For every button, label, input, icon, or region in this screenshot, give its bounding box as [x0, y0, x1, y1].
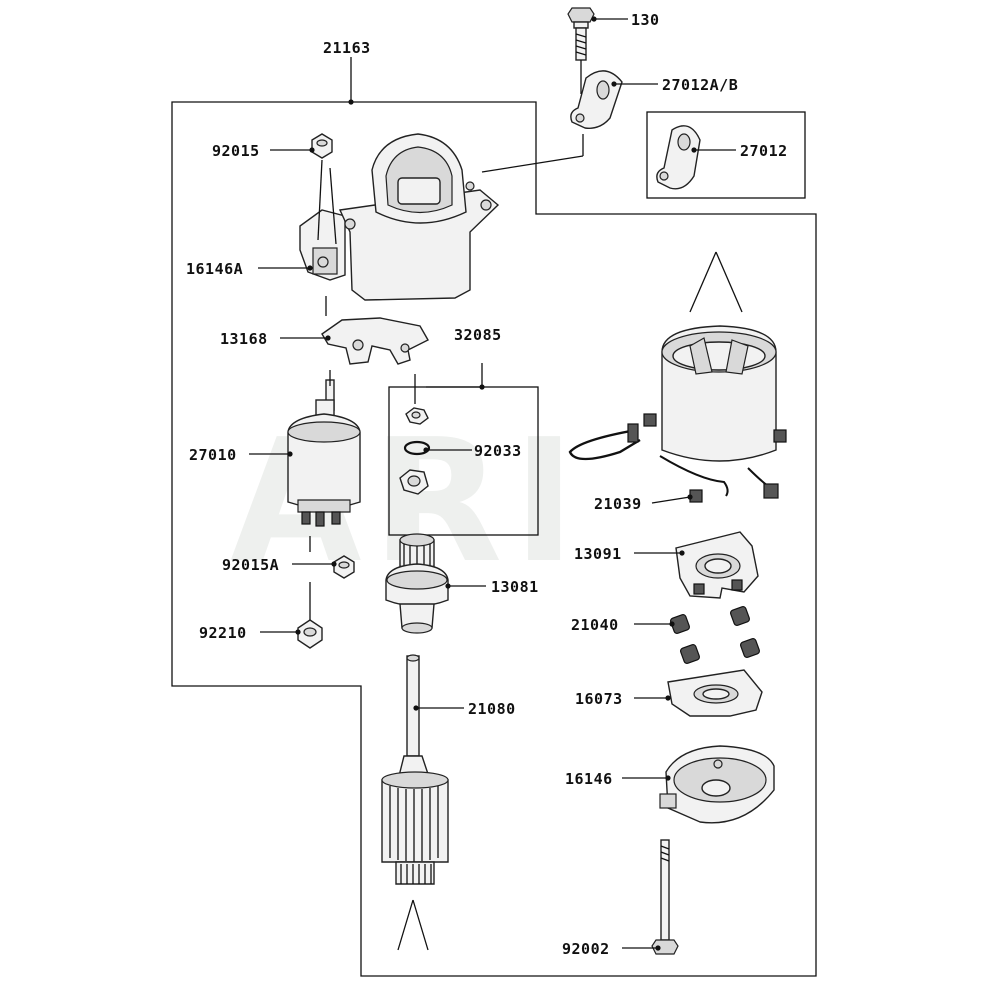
callout-27012ab[interactable]: 27012A/B: [662, 76, 738, 94]
pinion-13081[interactable]: [385, 533, 449, 634]
bracket-27012ab[interactable]: [570, 70, 623, 129]
housing-16146a[interactable]: [299, 133, 500, 301]
callout-21163[interactable]: 21163: [323, 39, 371, 57]
nut-92210[interactable]: [297, 619, 323, 649]
callout-16146a[interactable]: 16146A: [186, 260, 243, 278]
solenoid-27010[interactable]: [287, 379, 361, 527]
through-bolt-92002[interactable]: [651, 839, 679, 955]
plate-16073[interactable]: [667, 669, 763, 717]
callout-27012[interactable]: 27012: [740, 142, 788, 160]
snap-ring-92033[interactable]: [403, 440, 431, 456]
armature-21080[interactable]: [381, 654, 449, 885]
callout-21040[interactable]: 21040: [571, 616, 619, 634]
callout-92033[interactable]: 92033: [474, 442, 522, 460]
leader-lines: [249, 18, 743, 951]
brush-spring-set-21040[interactable]: [669, 605, 761, 665]
callout-27010[interactable]: 27010: [189, 446, 237, 464]
callout-13081[interactable]: 13081: [491, 578, 539, 596]
nut-92015[interactable]: [311, 133, 333, 159]
bracket-27012[interactable]: [656, 125, 701, 190]
callout-13168[interactable]: 13168: [220, 330, 268, 348]
brush-holder-13091[interactable]: [675, 531, 759, 599]
rear-cover-16146[interactable]: [659, 745, 775, 824]
kit-part-nut[interactable]: [405, 407, 429, 425]
alt-part-box: [646, 111, 806, 199]
callout-32085[interactable]: 32085: [454, 326, 502, 344]
callout-13091[interactable]: 13091: [574, 545, 622, 563]
callout-130[interactable]: 130: [631, 11, 660, 29]
callout-92002[interactable]: 92002: [562, 940, 610, 958]
callout-92015a[interactable]: 92015A: [222, 556, 279, 574]
callout-16073[interactable]: 16073: [575, 690, 623, 708]
callout-21080[interactable]: 21080: [468, 700, 516, 718]
callout-21039[interactable]: 21039: [594, 495, 642, 513]
assembly-outline: [171, 101, 817, 977]
bolt-130[interactable]: [567, 7, 595, 61]
kit-part-collar[interactable]: [399, 469, 429, 495]
yoke-21039[interactable]: [568, 325, 787, 503]
nut-92015a[interactable]: [333, 555, 355, 579]
callout-92015[interactable]: 92015: [212, 142, 260, 160]
callout-92210[interactable]: 92210: [199, 624, 247, 642]
lever-13168[interactable]: [321, 317, 429, 365]
callout-16146[interactable]: 16146: [565, 770, 613, 788]
leader-dots: [287, 16, 697, 951]
